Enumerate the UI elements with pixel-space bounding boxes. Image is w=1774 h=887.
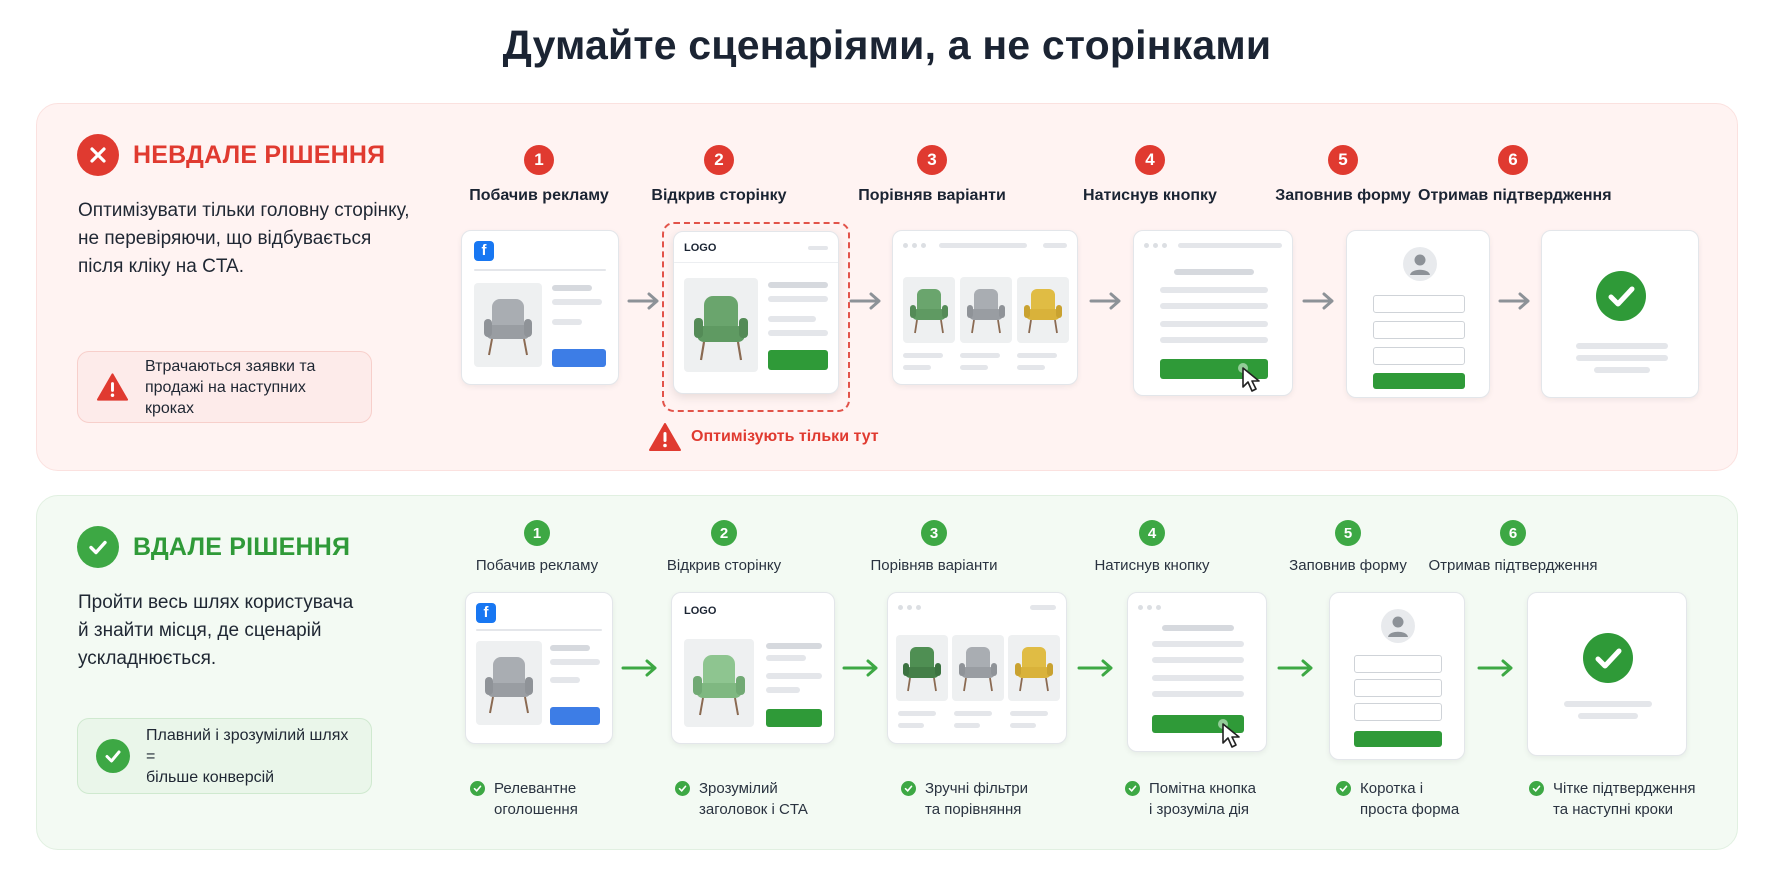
check-circle-icon [77, 526, 119, 568]
good-landing-card: LOGO [671, 592, 835, 744]
arrow-right-icon [1077, 659, 1113, 677]
bad-confirm-card [1541, 230, 1699, 398]
form-field-1 [1354, 655, 1442, 673]
bad-solution-panel: НЕВДАЛЕ РІШЕННЯ Оптимізувати тільки голо… [36, 103, 1738, 471]
good-note-box: Плавний і зрозумілий шлях = більше конве… [77, 718, 372, 794]
green-chair-thumb [896, 635, 948, 701]
arrow-right-icon [1302, 292, 1334, 310]
bad-compare-card [892, 230, 1078, 385]
arrow-right-icon [1277, 659, 1313, 677]
bad-description: Оптимізувати тільки головну сторінку, не… [78, 200, 410, 277]
form-field-2 [1373, 321, 1465, 339]
green-cta-button [766, 709, 822, 727]
bad-button-card [1133, 230, 1293, 396]
cursor-icon [1238, 363, 1260, 392]
good-heading: ВДАЛЕ РІШЕННЯ [133, 532, 351, 561]
arrow-right-icon [1498, 292, 1530, 310]
blue-ad-button [552, 349, 606, 367]
good-heading-row: ВДАЛЕ РІШЕННЯ [77, 526, 350, 568]
avatar-icon [1381, 609, 1415, 643]
good-button-card [1127, 592, 1267, 752]
arrow-right-icon [627, 292, 659, 310]
form-field-1 [1373, 295, 1465, 313]
good-solution-panel: ВДАЛЕ РІШЕННЯ Пройти весь шлях користува… [36, 495, 1738, 850]
chair-image [476, 641, 542, 725]
green-cta-button [768, 350, 828, 370]
arrow-right-icon [1477, 659, 1513, 677]
cursor-icon [1218, 719, 1240, 748]
good-ad-card: f [465, 592, 613, 744]
cross-icon [77, 134, 119, 176]
green-chair-image [684, 278, 758, 372]
good-compare-card [887, 592, 1067, 744]
optimized-only-highlight [662, 222, 850, 412]
check-circle-icon [1583, 633, 1633, 683]
bad-landing-card: LOGO [673, 231, 839, 394]
facebook-icon: f [474, 241, 494, 261]
logo-text: LOGO [684, 605, 717, 617]
check-icon [470, 781, 485, 796]
logo-text: LOGO [684, 242, 717, 254]
yellow-chair-thumb [1008, 635, 1060, 701]
facebook-icon: f [476, 603, 496, 623]
bad-heading: НЕВДАЛЕ РІШЕННЯ [133, 140, 386, 169]
page-title: Думайте сценаріями, а не сторінками [502, 22, 1272, 68]
good-confirm-card [1527, 592, 1687, 756]
check-circle-icon [96, 739, 130, 773]
arrow-right-icon [842, 659, 878, 677]
check-icon [1529, 781, 1544, 796]
green-chair-image [684, 639, 754, 727]
bad-ad-card: f [461, 230, 619, 385]
warning-icon [649, 423, 681, 451]
blue-ad-button [550, 707, 600, 725]
optimized-only-tag: Оптимізують тільки тут [648, 422, 879, 452]
gray-chair-thumb [952, 635, 1004, 701]
check-icon [1336, 781, 1351, 796]
arrow-right-icon [621, 659, 657, 677]
form-field-3 [1354, 703, 1442, 721]
bad-form-card [1346, 230, 1490, 398]
form-submit-button [1373, 373, 1465, 389]
good-form-card [1329, 592, 1465, 760]
form-field-3 [1373, 347, 1465, 365]
green-chair-thumb [903, 277, 955, 343]
form-field-2 [1354, 679, 1442, 697]
avatar-icon [1403, 247, 1437, 281]
bad-heading-row: НЕВДАЛЕ РІШЕННЯ [77, 134, 385, 176]
bad-warning-box: Втрачаються заявки та продажі на наступн… [77, 351, 372, 423]
arrow-right-icon [1089, 292, 1121, 310]
check-icon [901, 781, 916, 796]
yellow-chair-thumb [1017, 277, 1069, 343]
good-description: Пройти весь шлях користувача й знайти мі… [78, 592, 354, 669]
gray-chair-thumb [960, 277, 1012, 343]
arrow-right-icon [849, 292, 881, 310]
warning-icon [96, 373, 129, 401]
check-icon [675, 781, 690, 796]
form-submit-button [1354, 731, 1442, 747]
check-icon [1125, 781, 1140, 796]
chair-image [474, 283, 542, 367]
check-circle-icon [1596, 271, 1646, 321]
